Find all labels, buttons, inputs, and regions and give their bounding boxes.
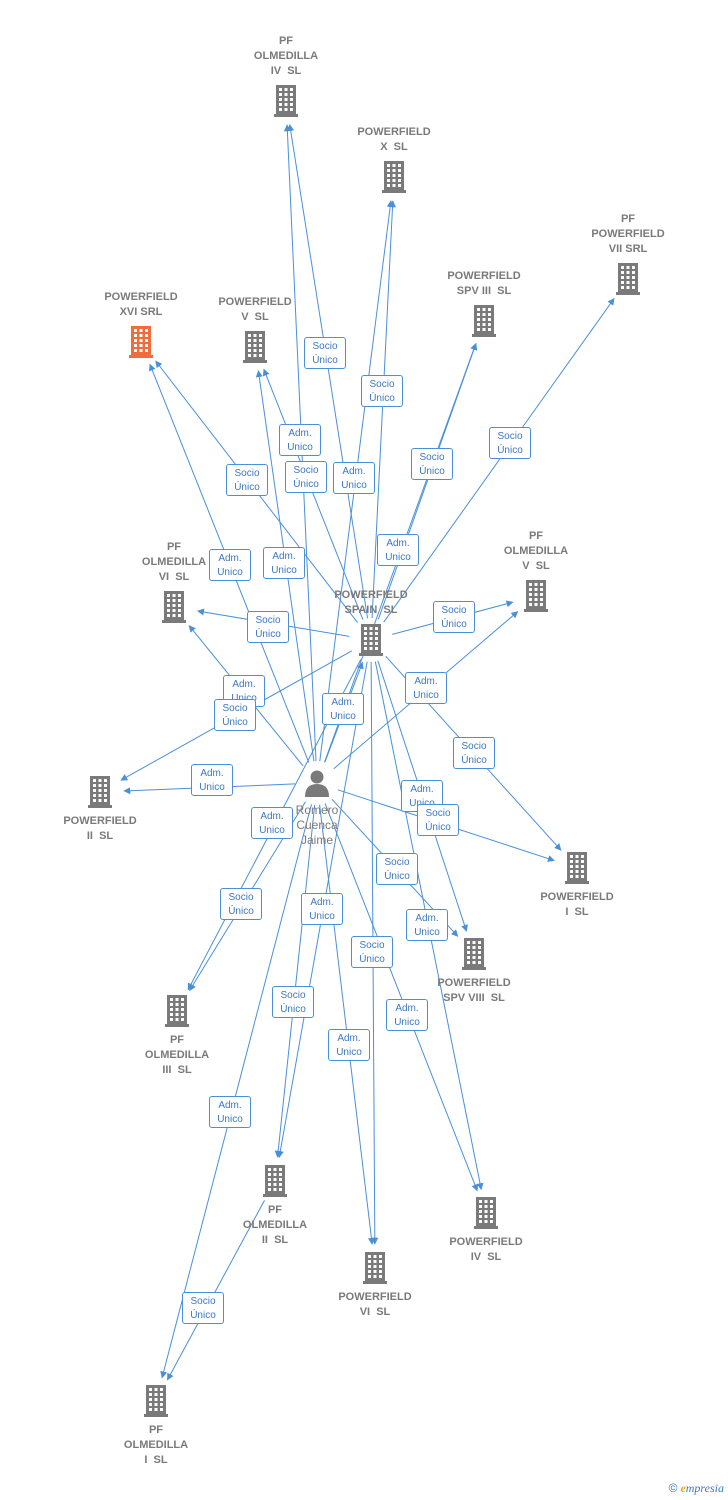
building-icon[interactable] (474, 1197, 498, 1229)
edge-label[interactable]: Socio Único (376, 853, 418, 885)
building-icon[interactable] (88, 776, 112, 808)
edge-spain-pw5 (262, 368, 364, 620)
edge-spain-pfo4 (287, 124, 369, 619)
edge-label[interactable]: Socio Único (247, 611, 289, 643)
edge-romero-pfo2 (274, 804, 316, 1158)
building-icon[interactable] (565, 852, 589, 884)
edge-label[interactable]: Adm. Unico (251, 807, 293, 839)
edge-label[interactable]: Adm. Unico (406, 909, 448, 941)
edge-label[interactable]: Adm. Unico (405, 672, 447, 704)
edge-spain-pwx (371, 200, 396, 619)
edge-label[interactable]: Socio Único (361, 375, 403, 407)
building-icon[interactable] (243, 331, 267, 363)
building-icon[interactable] (162, 591, 186, 623)
edge-label[interactable]: Socio Único (417, 804, 459, 836)
building-icon[interactable] (616, 263, 640, 295)
building-icon[interactable] (363, 1252, 387, 1284)
building-icon[interactable] (359, 624, 383, 656)
edge-label[interactable]: Adm. Unico (209, 1096, 251, 1128)
edge-label[interactable]: Adm. Unico (328, 1029, 370, 1061)
building-icon[interactable] (263, 1165, 287, 1197)
edge-label[interactable]: Adm. Unico (301, 893, 343, 925)
person-icon[interactable] (305, 770, 329, 798)
edge-label[interactable]: Adm. Unico (209, 549, 251, 581)
edge-pfo2-pfo1 (166, 1200, 265, 1381)
building-icon[interactable] (144, 1385, 168, 1417)
edge-label[interactable]: Socio Único (351, 936, 393, 968)
edge-label[interactable]: Socio Único (214, 699, 256, 731)
edge-label[interactable]: Adm. Unico (377, 534, 419, 566)
edge-label[interactable]: Adm. Unico (333, 462, 375, 494)
building-icon[interactable] (165, 995, 189, 1027)
building-icon[interactable] (462, 938, 486, 970)
building-icon[interactable] (382, 161, 406, 193)
edge-romero-pfo1 (160, 804, 312, 1379)
edge-label[interactable]: Socio Único (304, 337, 346, 369)
edge-label[interactable]: Socio Único (433, 601, 475, 633)
edge-label[interactable]: Socio Único (226, 464, 268, 496)
edge-label[interactable]: Socio Único (411, 448, 453, 480)
building-icon[interactable] (524, 580, 548, 612)
building-icon[interactable] (472, 305, 496, 337)
edge-label[interactable]: Adm. Unico (386, 999, 428, 1031)
edge-label[interactable]: Adm. Unico (191, 764, 233, 796)
building-icon[interactable] (274, 85, 298, 117)
edge-label[interactable]: Socio Único (182, 1292, 224, 1324)
empresia-logo: ©empresia (668, 1481, 724, 1495)
edge-romero-pw6 (319, 804, 375, 1245)
copyright-icon: © (668, 1481, 678, 1495)
building-icon[interactable] (129, 326, 153, 358)
edge-label[interactable]: Socio Único (220, 888, 262, 920)
edge-label[interactable]: Socio Único (285, 461, 327, 493)
edge-label[interactable]: Socio Único (272, 986, 314, 1018)
edge-label[interactable]: Adm. Unico (279, 424, 321, 456)
edge-label[interactable]: Adm. Unico (263, 547, 305, 579)
edge-label[interactable]: Socio Único (489, 427, 531, 459)
edge-label[interactable]: Socio Único (453, 737, 495, 769)
edge-romero-pw4 (324, 803, 479, 1192)
edge-spain-pfp7 (383, 297, 615, 623)
edge-label[interactable]: Adm. Unico (322, 693, 364, 725)
